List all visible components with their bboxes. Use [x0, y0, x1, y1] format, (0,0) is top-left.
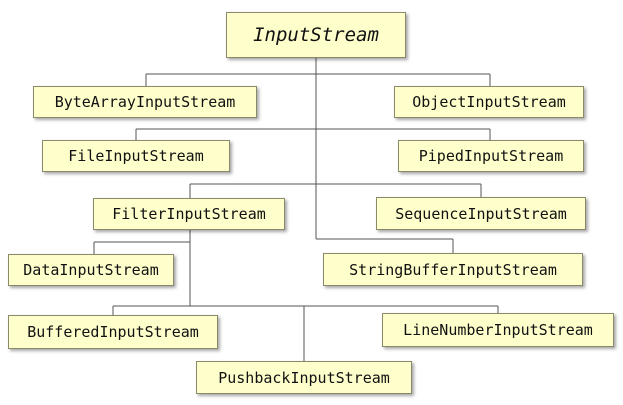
node-datainputstream[interactable]: DataInputStream: [8, 254, 174, 286]
node-bufferedinputstream[interactable]: BufferedInputStream: [8, 315, 218, 349]
node-filterinputstream[interactable]: FilterInputStream: [93, 198, 285, 230]
node-stringbufferinputstream[interactable]: StringBufferInputStream: [323, 253, 583, 286]
node-fileinputstream[interactable]: FileInputStream: [42, 140, 230, 172]
node-sequenceinputstream[interactable]: SequenceInputStream: [376, 197, 586, 230]
node-bytearrayinputstream[interactable]: ByteArrayInputStream: [33, 86, 257, 118]
node-inputstream[interactable]: InputStream: [226, 12, 406, 58]
node-pushbackinputstream[interactable]: PushbackInputStream: [196, 361, 412, 394]
node-pipedinputstream[interactable]: PipedInputStream: [398, 140, 584, 172]
node-linenumberinputstream[interactable]: LineNumberInputStream: [382, 313, 614, 347]
node-objectinputstream[interactable]: ObjectInputStream: [394, 86, 584, 118]
